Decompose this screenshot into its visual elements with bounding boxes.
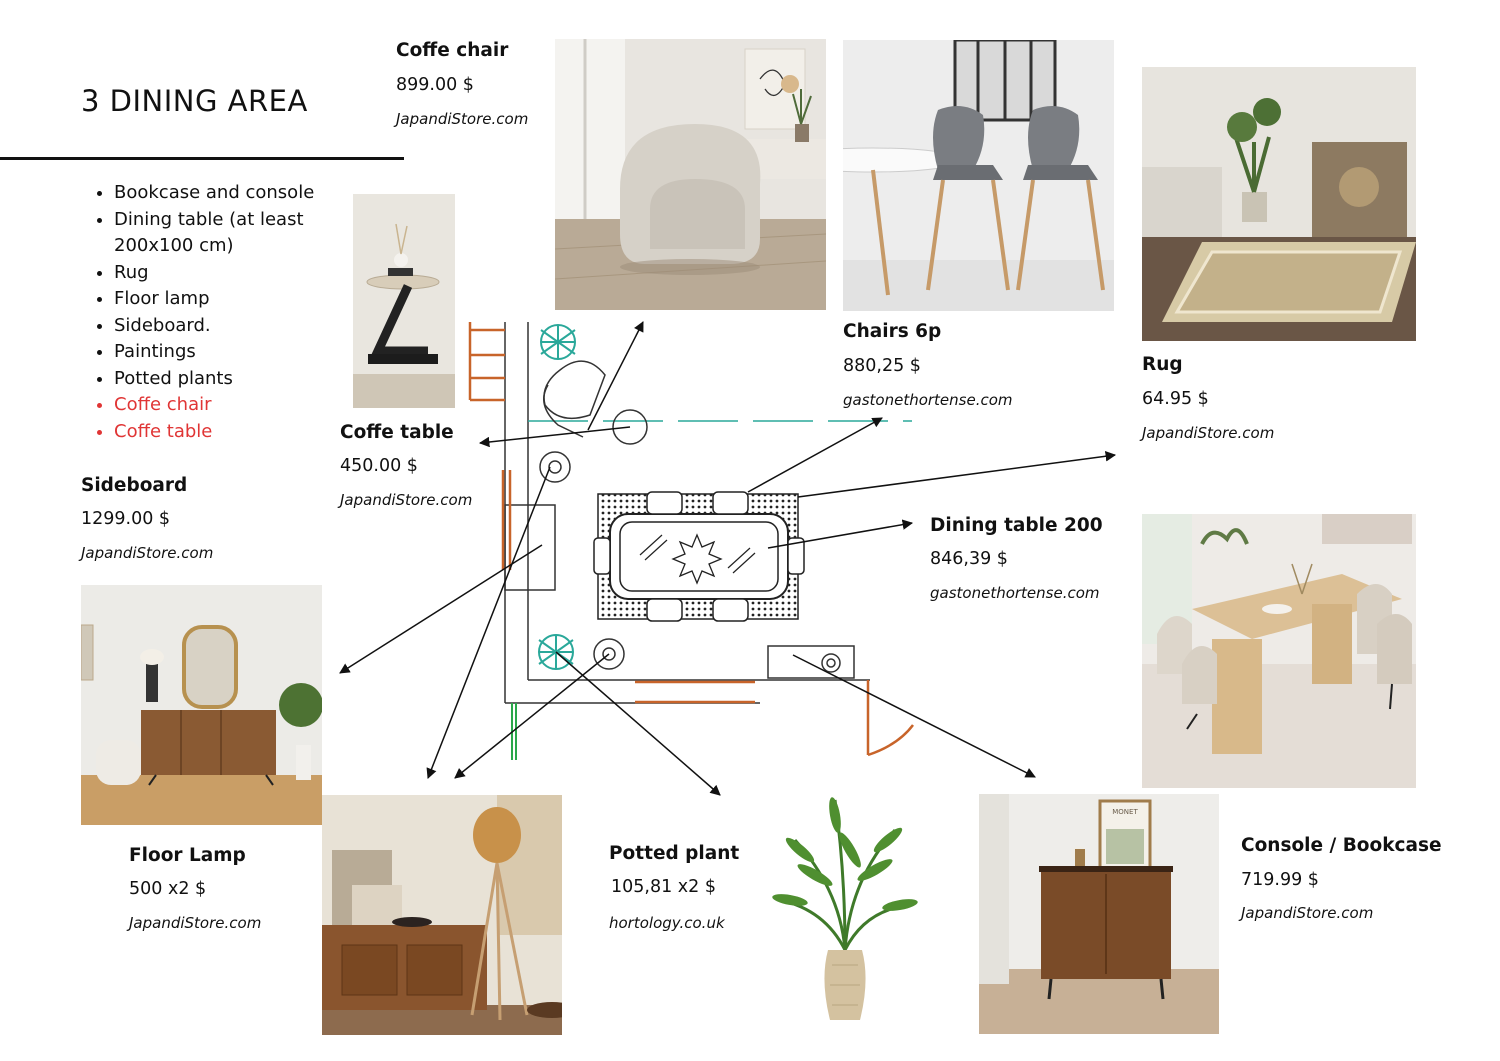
sideboard-name: Sideboard [81, 475, 188, 496]
chairs-store[interactable]: gastonethortense.com [843, 391, 1013, 409]
list-item-new: Coffe table [114, 419, 359, 446]
coffe-table-name: Coffe table [340, 422, 454, 443]
coffe-chair-price: 899.00 $ [396, 75, 474, 95]
coffe-table-store[interactable]: JapandiStore.com [340, 491, 473, 509]
potted-plant-store[interactable]: hortology.co.uk [609, 914, 725, 932]
floor-lamp-photo[interactable] [322, 795, 562, 1035]
floor-lamp-price: 500 x2 $ [129, 879, 207, 899]
potted-plant-photo[interactable] [770, 790, 920, 1025]
sideboard-price: 1299.00 $ [81, 509, 171, 529]
console-price: 719.99 $ [1241, 870, 1319, 890]
title-divider [0, 157, 404, 160]
dining-table-store[interactable]: gastonethortense.com [930, 584, 1100, 602]
sideboard-store[interactable]: JapandiStore.com [81, 544, 214, 562]
rug-photo[interactable] [1142, 67, 1416, 341]
plan-coffe-chair [543, 360, 606, 420]
plan-windows [468, 322, 914, 757]
list-item: Bookcase and console [114, 180, 359, 207]
dining-table-name: Dining table 200 [930, 515, 1103, 536]
chairs-name: Chairs 6p [843, 321, 942, 342]
rug-name: Rug [1142, 354, 1183, 375]
potted-plant-price: 105,81 x2 $ [611, 877, 716, 897]
requirements-list: Bookcase and console Dining table (at le… [94, 180, 359, 445]
coffe-chair-name: Coffe chair [396, 40, 509, 61]
console-photo[interactable]: MONET [979, 794, 1219, 1034]
sideboard-photo[interactable] [81, 585, 322, 825]
rug-store[interactable]: JapandiStore.com [1142, 424, 1275, 442]
plan-lamp [539, 451, 841, 673]
chairs-price: 880,25 $ [843, 356, 921, 376]
plan-dining-table [593, 491, 805, 622]
floor-lamp-name: Floor Lamp [129, 845, 246, 866]
dining-table-price: 846,39 $ [930, 549, 1008, 569]
coffe-table-price: 450.00 $ [340, 456, 418, 476]
plan-plant [538, 324, 576, 670]
coffe-chair-photo[interactable] [555, 39, 826, 310]
potted-plant-name: Potted plant [609, 843, 740, 864]
list-item: Rug [114, 260, 359, 287]
plan-walls [504, 322, 870, 704]
coffe-table-photo[interactable] [353, 194, 455, 408]
floor-lamp-store[interactable]: JapandiStore.com [129, 914, 262, 932]
list-item: Floor lamp [114, 286, 359, 313]
rug-price: 64.95 $ [1142, 389, 1209, 409]
poster-text: MONET [1112, 808, 1138, 816]
page-title: 3 DINING AREA [81, 84, 308, 118]
list-item: Paintings [114, 339, 359, 366]
list-item-new: Coffe chair [114, 392, 359, 419]
coffe-chair-store[interactable]: JapandiStore.com [396, 110, 529, 128]
plan-coffe-table [612, 409, 648, 445]
console-store[interactable]: JapandiStore.com [1241, 904, 1374, 922]
dining-table-photo[interactable] [1142, 514, 1416, 788]
list-item: Sideboard. [114, 313, 359, 340]
chairs-photo[interactable] [843, 40, 1114, 311]
list-item: Potted plants [114, 366, 359, 393]
list-item: Dining table (at least 200x100 cm) [114, 207, 359, 260]
console-name: Console / Bookcase [1241, 835, 1442, 856]
